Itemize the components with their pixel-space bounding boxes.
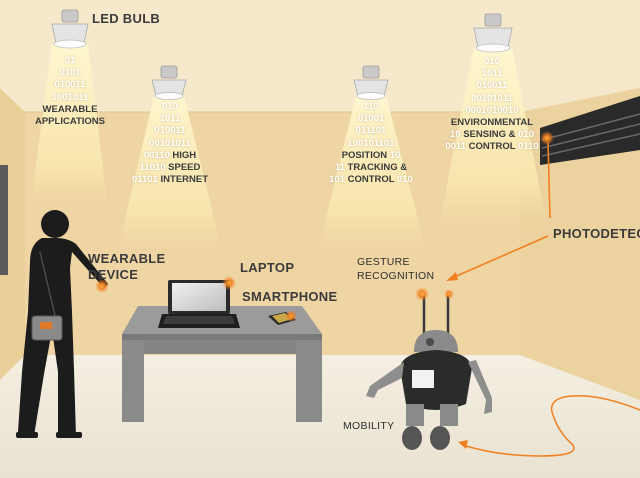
smartphone-label: SMARTPHONE (242, 289, 338, 304)
beam-bits-line: 00101011 (471, 92, 513, 104)
beam-bits-line: 11 (334, 162, 345, 174)
photodetector-arrows (446, 141, 551, 281)
led-bulb-icon (51, 9, 89, 49)
beam-bits-line: 11010 (139, 162, 166, 174)
beam-bits-line: 01 (64, 55, 76, 66)
beam-bits-line: 01101 (131, 174, 158, 186)
beam-bits-line: 1001011 (51, 91, 89, 103)
beam-bits-line: 010 (484, 56, 500, 67)
beam-bits-line: 0110 (518, 141, 539, 153)
laptop-icon (158, 276, 240, 328)
beam-caption-word: SENSING & (463, 129, 516, 141)
mobility-path (458, 395, 640, 457)
gesture-recognition-label-line1: GESTURE (357, 256, 410, 268)
beam-position-text: 110 01001 011101 100101101 POSITION 10 1… (316, 101, 426, 186)
beam-bits-line: 010011 (154, 125, 186, 137)
beam-bits-line: 011101 (355, 125, 387, 137)
gesture-recognition-label-line2: RECOGNITION (357, 270, 435, 282)
person-silhouette-icon (16, 210, 109, 438)
beam-caption-word: SPEED (168, 162, 201, 174)
beam-bits-line: 00110 (143, 149, 170, 161)
beam-caption-line: APPLICATIONS (34, 116, 106, 128)
beam-bits-line: 110 (363, 101, 379, 112)
mobility-label: MOBILITY (343, 420, 395, 432)
beam-caption-word: CONTROL (468, 141, 516, 153)
beam-bits-line: 1011 (481, 68, 503, 80)
beam-bits-line: 1011 (159, 113, 181, 125)
beam-caption-word: INTERNET (160, 174, 209, 186)
beam-bits-line: 010 (162, 101, 178, 112)
led-bulb-icon (151, 65, 187, 100)
beam-bits-line: 01001 (357, 113, 385, 125)
robot-icon (366, 287, 492, 450)
smartphone-icon (268, 310, 297, 325)
beam-caption-line: WEARABLE (42, 103, 98, 115)
laptop-label: LAPTOP (240, 260, 295, 275)
beam-bits-line: 010011 (476, 80, 508, 92)
left-wall-panel (0, 165, 8, 275)
beam-bits-line: 0101 (59, 67, 81, 79)
beam-caption-word: ENVIRONMENTAL (450, 117, 534, 129)
beam-wearable-text: 01 0101 010011 1001011 WEARABLE APPLICAT… (20, 55, 120, 128)
beam-bits-line: 10 (389, 149, 401, 161)
beam-caption-word: CONTROL (347, 174, 395, 186)
photodetector-label: PHOTODETEC (553, 226, 640, 241)
beam-bits-line: 101 (329, 174, 345, 186)
beam-caption-word: TRACKING & (347, 162, 408, 174)
beam-bits-line: 00101011 (149, 137, 191, 149)
photodetector-panel-icon (540, 96, 640, 165)
wearable-device-label-line2: DEVICE (88, 267, 139, 282)
beam-bits-line: 0011 (445, 141, 466, 153)
led-bulb-icon (473, 13, 513, 53)
beam-bits-line: 0001010010 (465, 104, 519, 116)
beam-caption-word: HIGH (172, 149, 197, 161)
beam-bits-line: 010011 (54, 79, 86, 91)
beam-bits-line: 100101101 (347, 137, 395, 149)
light-beams (30, 44, 548, 250)
beam-bits-line: 010 (518, 129, 534, 141)
beam-internet-text: 010 1011 010011 00101011 00110 HIGH 1101… (116, 101, 224, 186)
beam-bits-line: 010 (397, 174, 413, 186)
beam-environment-text: 010 1011 010011 00101011 0001010010 ENVI… (434, 56, 550, 154)
led-bulb-label: LED BULB (92, 11, 161, 26)
beam-bits-line: 10 (450, 129, 461, 141)
led-bulb-icon (353, 65, 389, 100)
wearable-device-label-line1: WEARABLE (88, 251, 166, 266)
beam-caption-word: POSITION (341, 149, 388, 161)
